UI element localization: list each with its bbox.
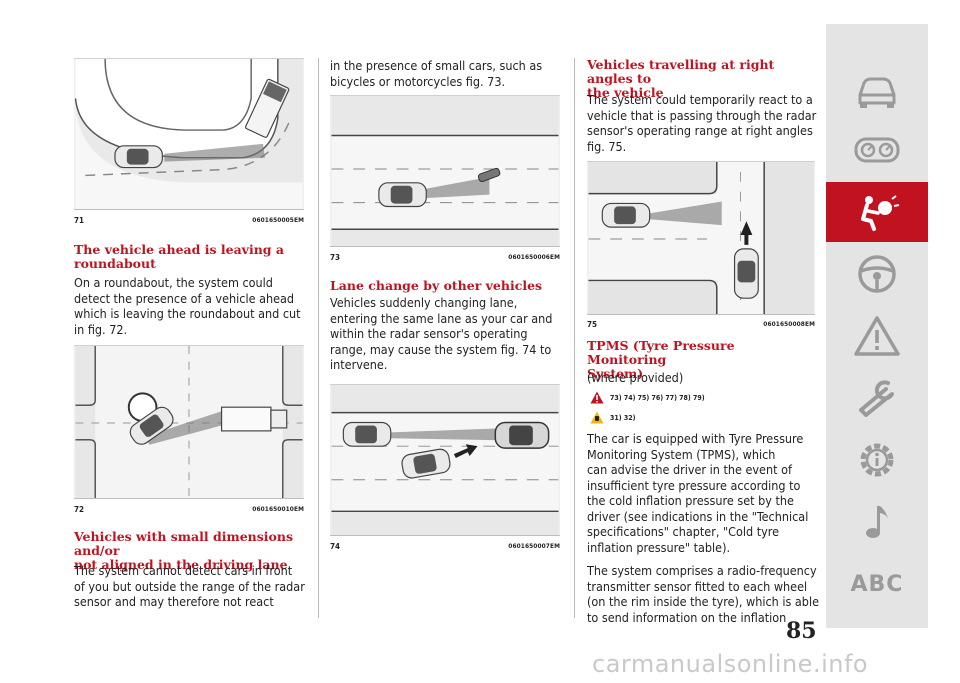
- figure-73-caption: 73 0601650006EM: [330, 253, 560, 262]
- warning-triangle-icon: [854, 316, 900, 356]
- chapter-tab-driving[interactable]: [826, 244, 928, 304]
- chapter-tab-multimedia[interactable]: [826, 492, 928, 552]
- caution-hand-icon: [590, 411, 604, 424]
- figure-74-caption: 74 0601650007EM: [330, 542, 560, 551]
- roundabout-truck-illustration: [75, 346, 303, 498]
- motorcycle-detection-illustration: [331, 96, 559, 246]
- chapter-tab-instruments[interactable]: [826, 120, 928, 180]
- paragraph-roundabout: On a roundabout, the system could detect…: [74, 275, 301, 337]
- chapter-tab-safety[interactable]: [826, 182, 928, 242]
- chapter-tab-emergency[interactable]: [826, 306, 928, 366]
- heading-tpms: TPMS (Tyre Pressure Monitoring System): [587, 338, 735, 381]
- figure-code: 0601650005EM: [252, 216, 304, 224]
- figure-number: 73: [330, 253, 341, 262]
- warning-references: 73) 74) 75) 76) 77) 78) 79): [590, 391, 705, 404]
- chapter-tab-index[interactable]: ABC: [826, 554, 928, 614]
- car-icon: [858, 77, 896, 108]
- figure-number: 72: [74, 505, 85, 514]
- watermark: carmanualsonline.info: [592, 650, 869, 678]
- column-divider: [318, 58, 319, 618]
- heading-vehicle-leaving-roundabout: The vehicle ahead is leaving a roundabou…: [74, 242, 284, 271]
- index-abc-label: ABC: [850, 571, 904, 597]
- paragraph-small-vehicles: The system cannot detect cars in front o…: [74, 563, 305, 609]
- page-number: 85: [786, 618, 817, 644]
- where-provided: (where provided): [587, 370, 684, 385]
- paragraph-tpms-sensor: The system comprises a radio-frequency t…: [587, 563, 819, 625]
- figure-number: 74: [330, 542, 341, 551]
- figure-75: [587, 161, 815, 315]
- figure-71: [74, 58, 304, 210]
- heading-lane-change: Lane change by other vehicles: [330, 278, 543, 293]
- chapter-tab-vehicle[interactable]: [826, 60, 928, 120]
- figure-code: 0601650007EM: [508, 542, 560, 550]
- heading-small-vehicles: Vehicles with small dimensions and/or no…: [74, 529, 293, 572]
- figure-71-caption: 71 0601650005EM: [74, 216, 304, 225]
- paragraph-tpms-intro: The car is equipped with Tyre Pressure M…: [587, 431, 809, 555]
- heading-right-angles: Vehicles travelling at right angles to t…: [587, 57, 775, 100]
- wrench-icon: [859, 380, 894, 417]
- roundabout-exit-illustration: [74, 59, 303, 209]
- chapter-sidebar: ABC: [826, 24, 928, 628]
- figure-code: 0601650010EM: [252, 505, 304, 513]
- figure-number: 71: [74, 216, 85, 225]
- chapter-tab-maintenance[interactable]: [826, 368, 928, 428]
- paragraph-small-continued: in the presence of small cars, such as b…: [330, 58, 543, 89]
- figure-74: [330, 384, 560, 536]
- figure-72-caption: 72 0601650010EM: [74, 505, 304, 514]
- figure-code: 0601650006EM: [508, 253, 560, 261]
- figure-code: 0601650008EM: [763, 320, 815, 328]
- column-divider: [574, 58, 575, 618]
- figure-72: [74, 345, 304, 499]
- airbag-safety-icon: [861, 195, 900, 231]
- figure-number: 75: [587, 320, 598, 329]
- music-note-icon: [866, 506, 888, 538]
- paragraph-right-angles: The system could temporarily react to a …: [587, 92, 817, 154]
- warning-triangle-icon: [590, 391, 604, 404]
- crossing-vehicle-illustration: [588, 162, 814, 314]
- figure-73: [330, 95, 560, 247]
- figure-75-caption: 75 0601650008EM: [587, 320, 815, 329]
- steering-wheel-icon: [858, 255, 896, 293]
- settings-info-icon: [860, 443, 894, 477]
- lane-change-illustration: [331, 385, 559, 535]
- caution-references: 31) 32): [590, 411, 635, 424]
- paragraph-lane-change: Vehicles suddenly changing lane, enterin…: [330, 295, 553, 372]
- chapter-tab-technical-data[interactable]: [826, 430, 928, 490]
- gauges-icon: [854, 137, 900, 163]
